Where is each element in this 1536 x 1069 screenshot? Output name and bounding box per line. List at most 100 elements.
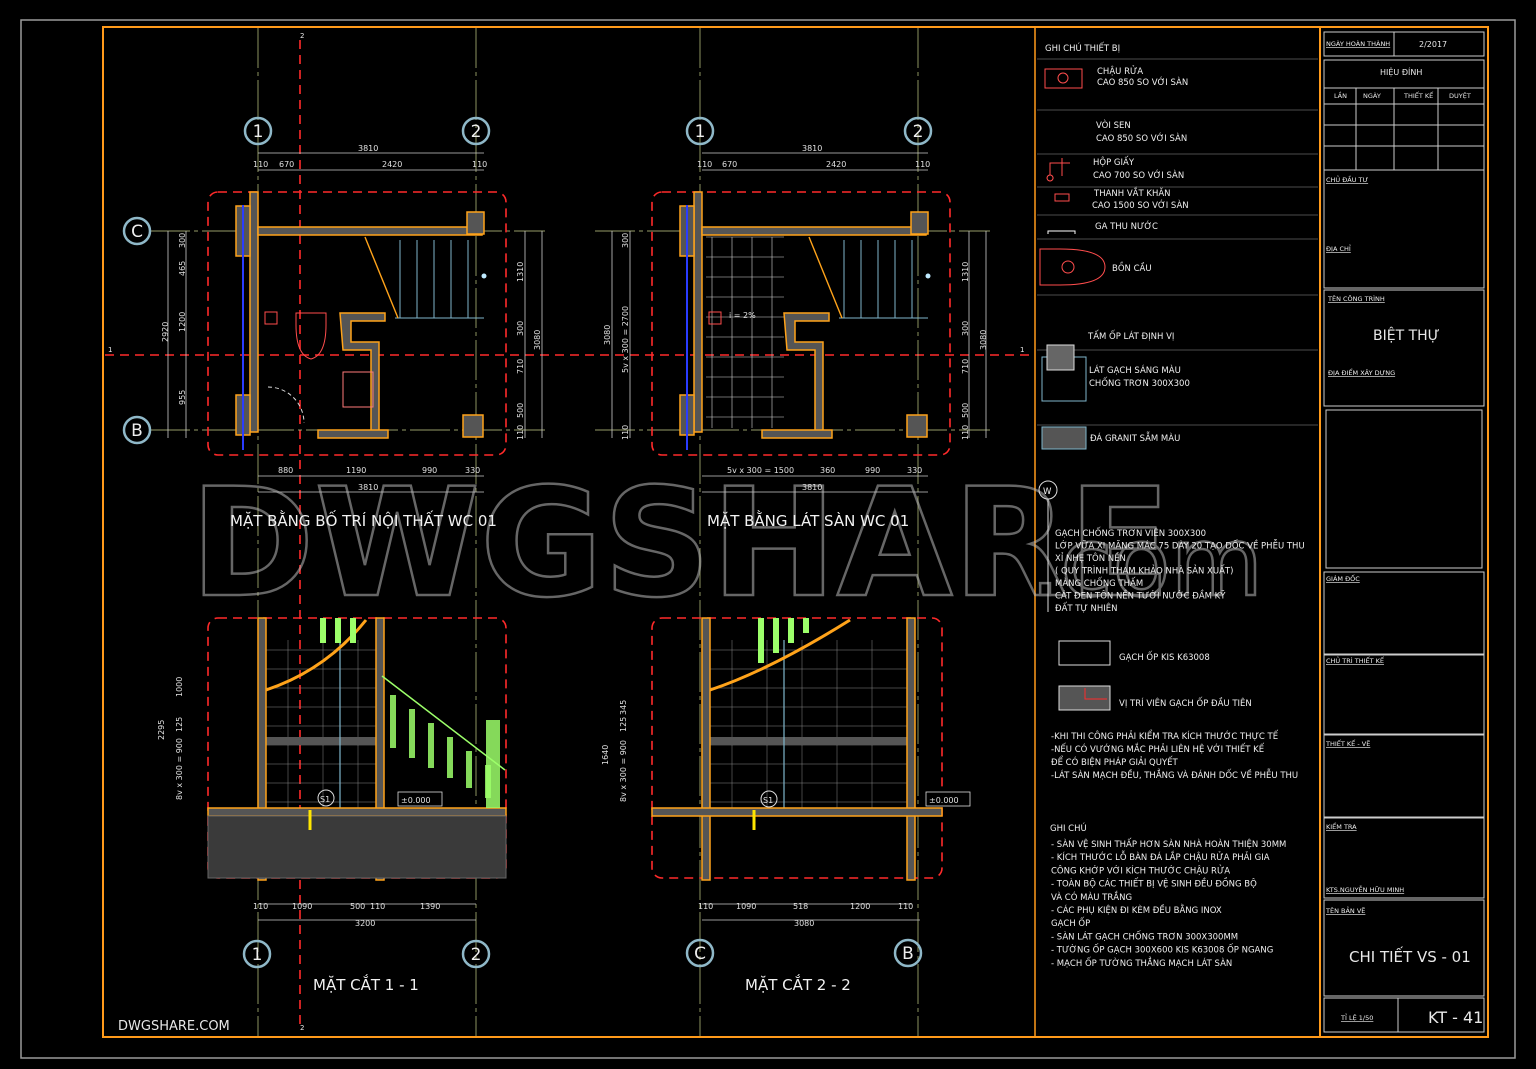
dim-text: 330 <box>907 466 922 475</box>
grid-bubble-1 <box>242 939 272 969</box>
legend-label: CAO 850 SO VỚI SÀN <box>1097 76 1188 88</box>
baluster <box>447 737 453 778</box>
wall <box>701 617 711 881</box>
level-text: ±0.000 <box>401 796 431 805</box>
dim-text: 110 <box>961 425 970 440</box>
dim-text: 125 <box>175 717 184 732</box>
owner-label: CHỦ ĐẦU TƯ <box>1326 174 1369 184</box>
stair-cut-line <box>808 236 843 319</box>
dim-text: 110 <box>697 160 712 169</box>
legend-text: ( QUY TRÌNH THAM KHẢO NHÀ SẢN XUẤT) <box>1055 565 1233 577</box>
dim-text: 3080 <box>979 330 988 350</box>
sink-icon <box>342 371 374 408</box>
legend-text: VÀ CÓ MÀU TRẮNG <box>1051 890 1132 903</box>
dim-text: 110 <box>370 902 385 911</box>
legend-text: LỚP VỮA XI MĂNG MÁC 75 DÀY 20 TẠO DỐC VỀ… <box>1055 539 1305 552</box>
dim-text: 990 <box>422 466 437 475</box>
dim-text: 1190 <box>346 466 366 475</box>
cut-marker-1-right: 1 <box>1020 346 1024 354</box>
section1-title: MẶT CẮT 1 - 1 <box>313 973 419 994</box>
first-tile-marker <box>1084 688 1107 700</box>
wall <box>701 226 927 236</box>
rev-col: THIẾT KẾ <box>1403 90 1434 100</box>
granite-swatch <box>1041 426 1087 450</box>
section1-dimensions: 110 1090 500 110 1390 3200 2295 1000 125… <box>157 677 443 928</box>
dim-text: 300 <box>621 233 630 248</box>
dim-text: 500 <box>350 902 365 911</box>
section2-title: MẶT CẮT 2 - 2 <box>745 973 851 994</box>
grid-label: 2 <box>913 122 924 142</box>
dim-text: 110 <box>253 902 268 911</box>
dim-text: 300 <box>961 321 970 336</box>
dim-text: 360 <box>820 466 835 475</box>
dim-text: 3080 <box>603 325 612 345</box>
dim-text: 955 <box>178 390 187 405</box>
newel-post <box>486 720 500 808</box>
dim-text: 500 <box>961 403 970 418</box>
titleblock-cell <box>1323 654 1485 735</box>
grid-bubble-2 <box>903 116 933 146</box>
legend-text: - TOÀN BỘ CÁC THIẾT BỊ VỆ SINH ĐỀU ĐỒNG … <box>1051 877 1257 890</box>
legend-text: GẠCH CHỐNG TRƠN VIÊN 300X300 <box>1055 526 1206 539</box>
revision-heading: HIỆU ĐÍNH <box>1380 66 1422 78</box>
grid-bubble-b <box>122 415 152 445</box>
tile-locator-swatch <box>1046 344 1075 371</box>
dim-text: 1310 <box>961 262 970 282</box>
grid-label: C <box>694 944 706 964</box>
plan2-title: MẶT BẰNG LÁT SÀN WC 01 <box>707 509 909 530</box>
grid-label: 2 <box>471 945 482 965</box>
legend-label: LÁT GẠCH SÁNG MÀU <box>1089 364 1181 376</box>
legend-label: GA THU NƯỚC <box>1095 220 1158 232</box>
dim-text: 990 <box>865 466 880 475</box>
legend-text: -NẾU CÓ VƯỚNG MẮC PHẢI LIÊN HỆ VỚI THIẾT… <box>1051 742 1265 755</box>
dim-text: 3080 <box>533 330 542 350</box>
detail-tag: S1 <box>763 796 773 805</box>
dim-text: 670 <box>722 160 737 169</box>
dim-text: 110 <box>898 902 913 911</box>
sink-icon <box>1044 68 1083 89</box>
grid-bubble-2 <box>461 116 491 146</box>
level-marker <box>925 791 971 807</box>
dim-text: 1090 <box>292 902 312 911</box>
titleblock-cell <box>1323 289 1485 407</box>
legend-text: - KÍCH THƯỚC LỖ BÀN ĐÁ LẮP CHẬU RỬA PHẢI… <box>1051 850 1270 863</box>
watermark-suffix: .com <box>1030 508 1263 618</box>
baluster <box>788 618 794 643</box>
plan1-title: MẶT BẰNG BỐ TRÍ NỘI THẤT WC 01 <box>230 509 497 530</box>
baluster <box>335 618 341 643</box>
dim-text: 8v x 300 = 900 <box>175 738 184 800</box>
titleblock-cell <box>1323 31 1485 57</box>
legend-label: THANH VẮT KHĂN <box>1093 186 1171 199</box>
legend-label: TẤM ỐP LÁT ĐỊNH VỊ <box>1087 329 1174 342</box>
legend-text: - CÁC PHỤ KIỆN ĐI KÈM ĐỀU BẰNG INOX <box>1051 903 1222 916</box>
cut-marker-2-top: 2 <box>300 32 304 40</box>
cut-marker-2-bottom: 2 <box>300 1024 304 1032</box>
baluster <box>773 618 779 653</box>
layer-tag: W <box>1043 487 1052 497</box>
grid-label: 1 <box>252 945 263 965</box>
detail-tag-circle <box>317 789 335 807</box>
floor-slab <box>207 807 507 817</box>
legend-label: CHẬU RỬA <box>1097 65 1143 77</box>
titleblock-cell <box>1323 899 1485 997</box>
floor-slab <box>651 807 943 817</box>
dim-text: 3200 <box>355 919 375 928</box>
plan-boundary <box>207 191 507 456</box>
dim-text: 2295 <box>157 720 166 740</box>
watermark: DWGSHARE .com <box>189 456 1265 633</box>
floor-drain-icon <box>264 311 278 325</box>
legend-text: -KHI THI CÔNG PHẢI KIỂM TRA KÍCH THƯỚC T… <box>1051 729 1279 742</box>
wall-tile-swatch <box>1058 640 1111 666</box>
dim-text: 110 <box>621 425 630 440</box>
dim-text: 3810 <box>358 483 378 492</box>
titleblock-cell <box>1323 169 1485 289</box>
legend-text: - MẠCH ỐP TƯỜNG THẲNG MẠCH LÁT SÀN <box>1051 956 1232 969</box>
wall <box>906 617 916 881</box>
scale-label: TỈ LỆ 1/50 <box>1340 1013 1373 1022</box>
legend-label: CAO 850 SO VỚI SÀN <box>1096 132 1187 144</box>
stair-start-dot <box>481 273 487 279</box>
handrail <box>381 675 506 771</box>
sink-icon-bowl <box>1057 72 1069 84</box>
wall <box>317 429 389 439</box>
